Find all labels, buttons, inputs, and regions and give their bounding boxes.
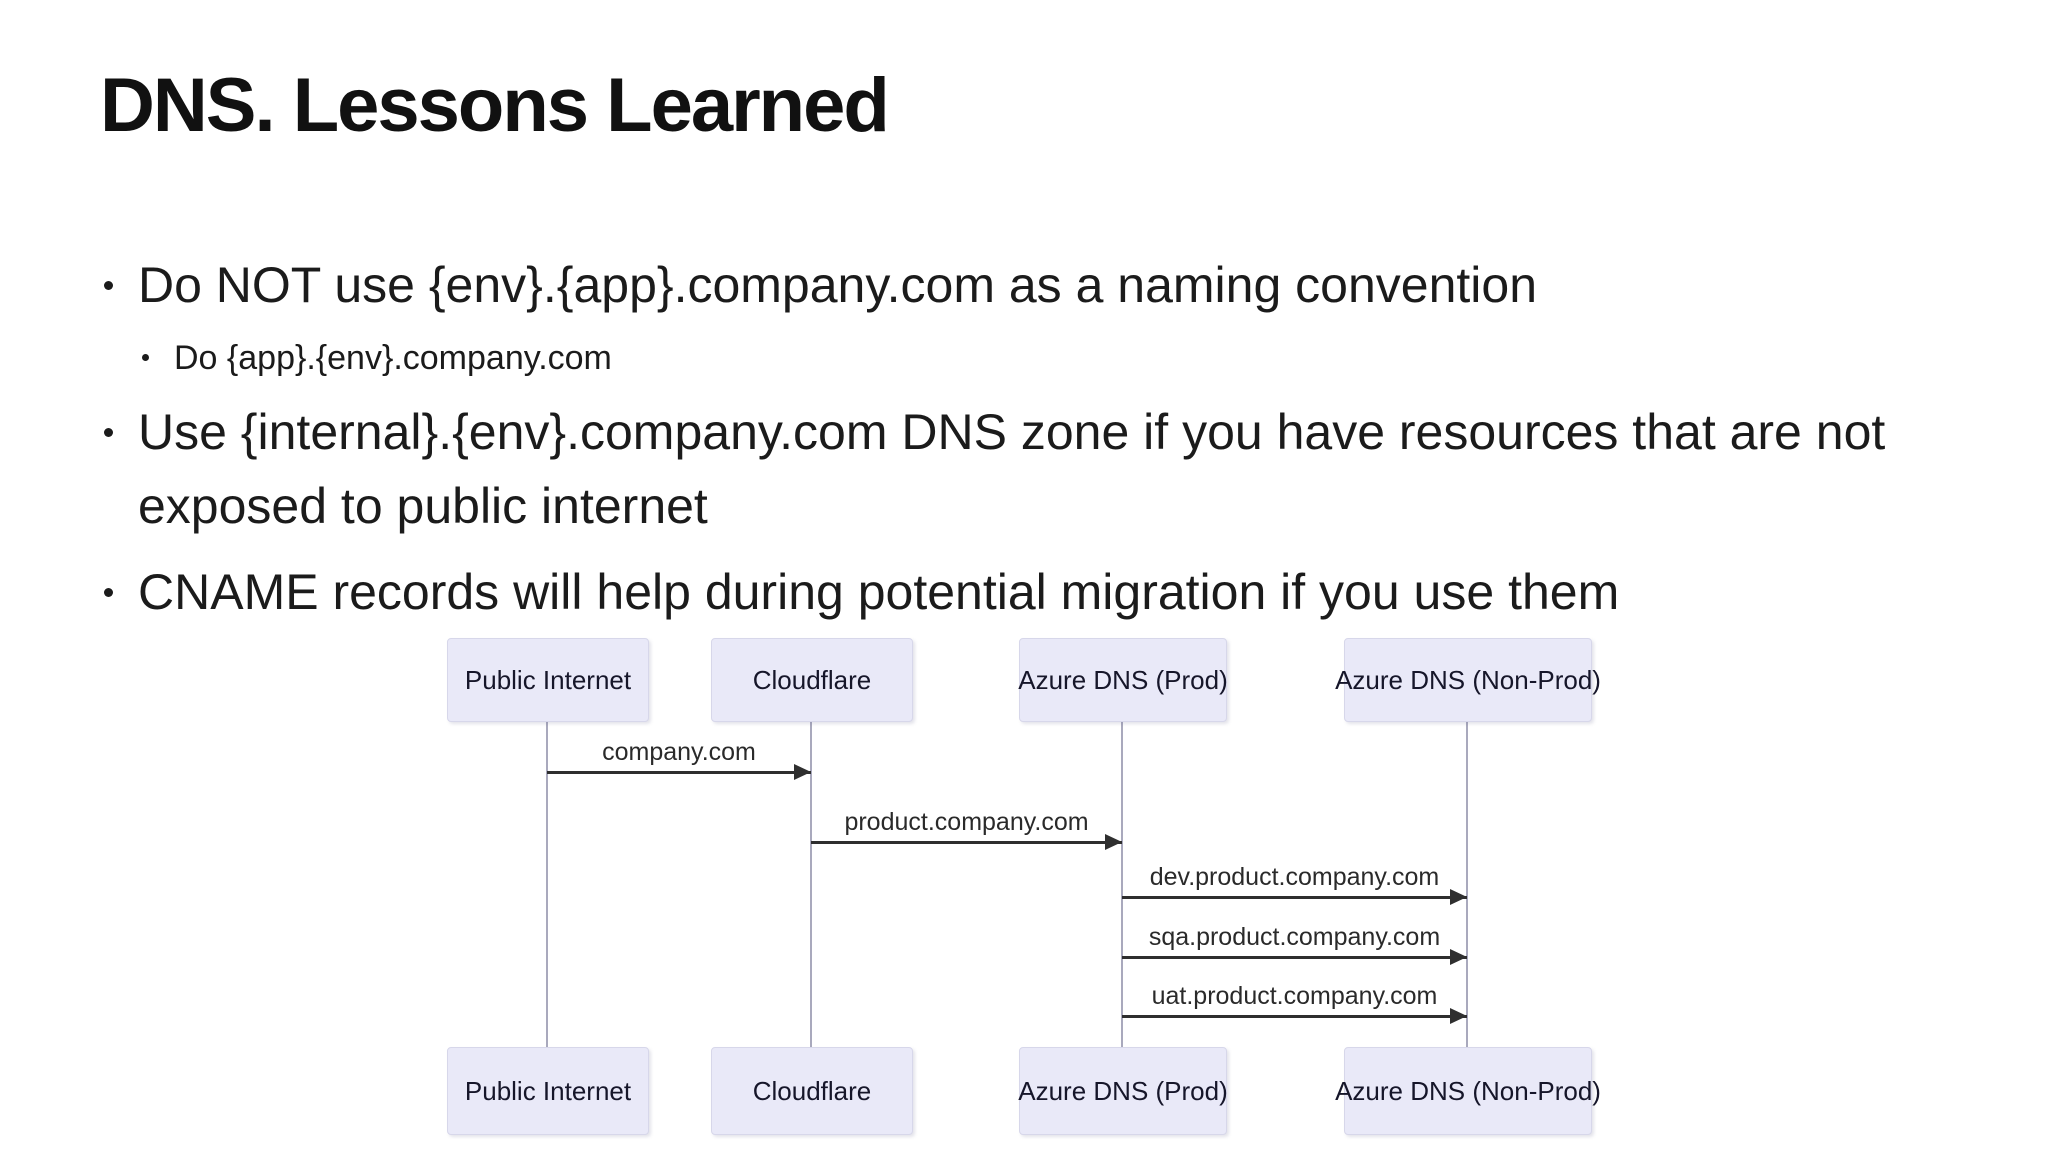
- actor-azure-dns-prod-bottom: Azure DNS (Prod): [1018, 1047, 1228, 1135]
- message-dev-product-company-com: dev.product.company.com: [1122, 862, 1467, 905]
- actor-azure-dns-nonprod-top: Azure DNS (Non-Prod): [1335, 638, 1601, 722]
- arrowhead-icon: [1450, 949, 1467, 965]
- actor-label: Azure DNS (Prod): [1018, 664, 1228, 695]
- actor-label: Azure DNS (Non-Prod): [1335, 664, 1601, 695]
- message-arrow: [1122, 1008, 1467, 1024]
- bullet-item-internal-zone: Use {internal}.{env}.company.com DNS zon…: [138, 404, 1886, 534]
- message-uat-product-company-com: uat.product.company.com: [1122, 981, 1467, 1024]
- actor-public-internet-top: Public Internet: [447, 638, 649, 722]
- bullet-dot: [104, 428, 113, 437]
- message-label: dev.product.company.com: [1149, 863, 1440, 891]
- slide-title: DNS. Lessons Learned: [100, 63, 890, 148]
- actor-label: Azure DNS (Prod): [1018, 1075, 1228, 1106]
- bullet-item-cname-records: CNAME records will help during potential…: [138, 564, 1620, 620]
- arrowhead-icon: [1450, 1008, 1467, 1024]
- message-arrow: [547, 764, 811, 780]
- arrowhead-icon: [1450, 889, 1467, 905]
- actor-label: Public Internet: [464, 1075, 632, 1106]
- message-sqa-product-company-com: sqa.product.company.com: [1122, 922, 1467, 965]
- actor-azure-dns-nonprod-bottom: Azure DNS (Non-Prod): [1335, 1047, 1601, 1135]
- actor-cloudflare-bottom: Cloudflare: [711, 1047, 913, 1135]
- actor-cloudflare-top: Cloudflare: [711, 638, 913, 722]
- actor-label: Cloudflare: [752, 1075, 872, 1106]
- message-product-company-com: product.company.com: [811, 807, 1122, 850]
- bullet-item-naming-convention: Do NOT use {env}.{app}.company.com as a …: [138, 257, 1537, 313]
- message-arrow: [1122, 949, 1467, 965]
- lifeline-azure-dns-prod: [1121, 720, 1123, 1047]
- bullet-dot: [142, 354, 149, 361]
- message-company-com: company.com: [547, 737, 811, 780]
- lifeline-azure-dns-nonprod: [1466, 720, 1468, 1047]
- message-arrow: [811, 834, 1122, 850]
- lifeline-public-internet: [546, 720, 548, 1047]
- bullet-item-do-app-env: Do {app}.{env}.company.com: [174, 339, 612, 377]
- bullet-dot: [104, 588, 113, 597]
- message-arrow: [1122, 889, 1467, 905]
- actor-azure-dns-prod-top: Azure DNS (Prod): [1018, 638, 1228, 722]
- actor-label: Public Internet: [464, 664, 632, 695]
- arrowhead-icon: [1105, 834, 1122, 850]
- message-label: sqa.product.company.com: [1148, 923, 1441, 951]
- message-label: company.com: [602, 738, 756, 766]
- actor-public-internet-bottom: Public Internet: [447, 1047, 649, 1135]
- message-label: uat.product.company.com: [1151, 982, 1438, 1010]
- arrowhead-icon: [794, 764, 811, 780]
- actor-label: Azure DNS (Non-Prod): [1335, 1075, 1601, 1106]
- message-label: product.company.com: [844, 808, 1089, 836]
- bullet-dot: [104, 281, 113, 290]
- actor-label: Cloudflare: [752, 664, 872, 695]
- lifeline-cloudflare: [810, 720, 812, 1047]
